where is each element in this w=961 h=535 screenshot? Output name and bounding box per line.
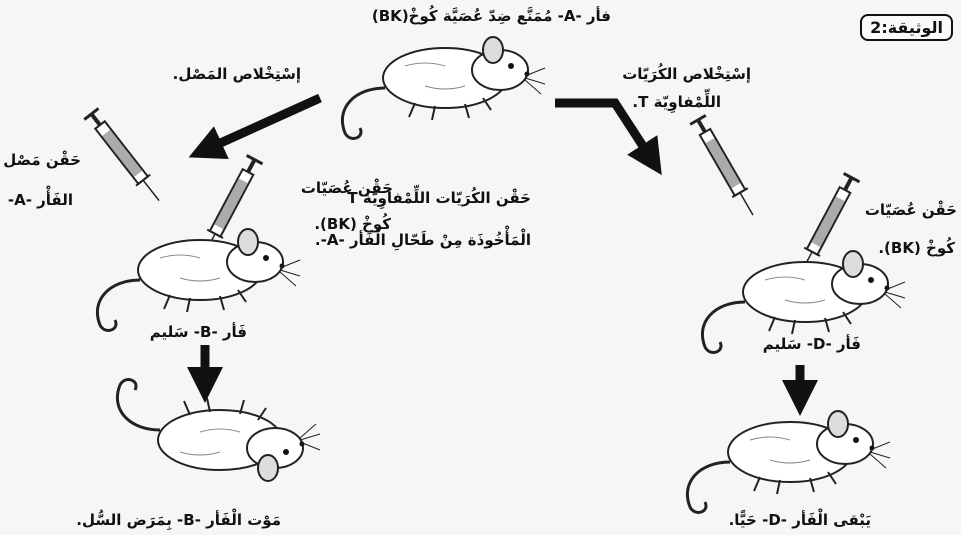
syringe-serum-icon xyxy=(84,108,166,206)
right-arrow-label-line-1: إسْتِخْلاص الكُرَيّات xyxy=(622,62,751,86)
document-label: الوثيقة:2 xyxy=(860,14,953,41)
mouse-b-illustration xyxy=(97,229,300,330)
syringe-t-cells-icon xyxy=(690,115,761,219)
left-result: مَوْت الْفَأر -B- بِمَرَض السُّل. xyxy=(76,508,281,532)
arrow-to-left-branch xyxy=(205,98,320,150)
alive-mouse-d-illustration xyxy=(687,411,890,512)
inject-serum-line-1: حَقْن مَصْل xyxy=(3,148,81,172)
mouse-d-label: فَأر -D- سَليم xyxy=(763,332,861,356)
inject-bk-right-line-1: حَقْن عُصَيّات xyxy=(865,198,957,222)
right-arrow-label-line-2: اللِّمْفاوِيّة T. xyxy=(632,90,721,114)
left-arrow-label: إسْتِخْلاص المَصْل. xyxy=(173,62,301,86)
inject-bk-right-line-2: كُوخْ (BK). xyxy=(878,236,955,260)
inject-t-line-2: الْمَأْخُوذَة مِنْ طَحّالِ الْفَأر -A-. xyxy=(315,228,531,252)
mouse-a-caption: فأر -A- مُمَنَّع ضِدّ عُصَيَّة كُوخْ(BK) xyxy=(372,4,611,28)
inject-t-line-1: حَقْن الكُرَيّات اللِّمْفاوِيّة T xyxy=(347,186,531,210)
right-result: يَبْقى الْفَأر -D- حَيًّا. xyxy=(729,508,871,532)
dead-mouse-b-illustration xyxy=(117,380,320,481)
mouse-b-label: فَأر -B- سَليم xyxy=(150,320,247,344)
mouse-a-illustration xyxy=(342,37,545,138)
inject-serum-line-2: الفَأْر -A- xyxy=(8,188,73,212)
